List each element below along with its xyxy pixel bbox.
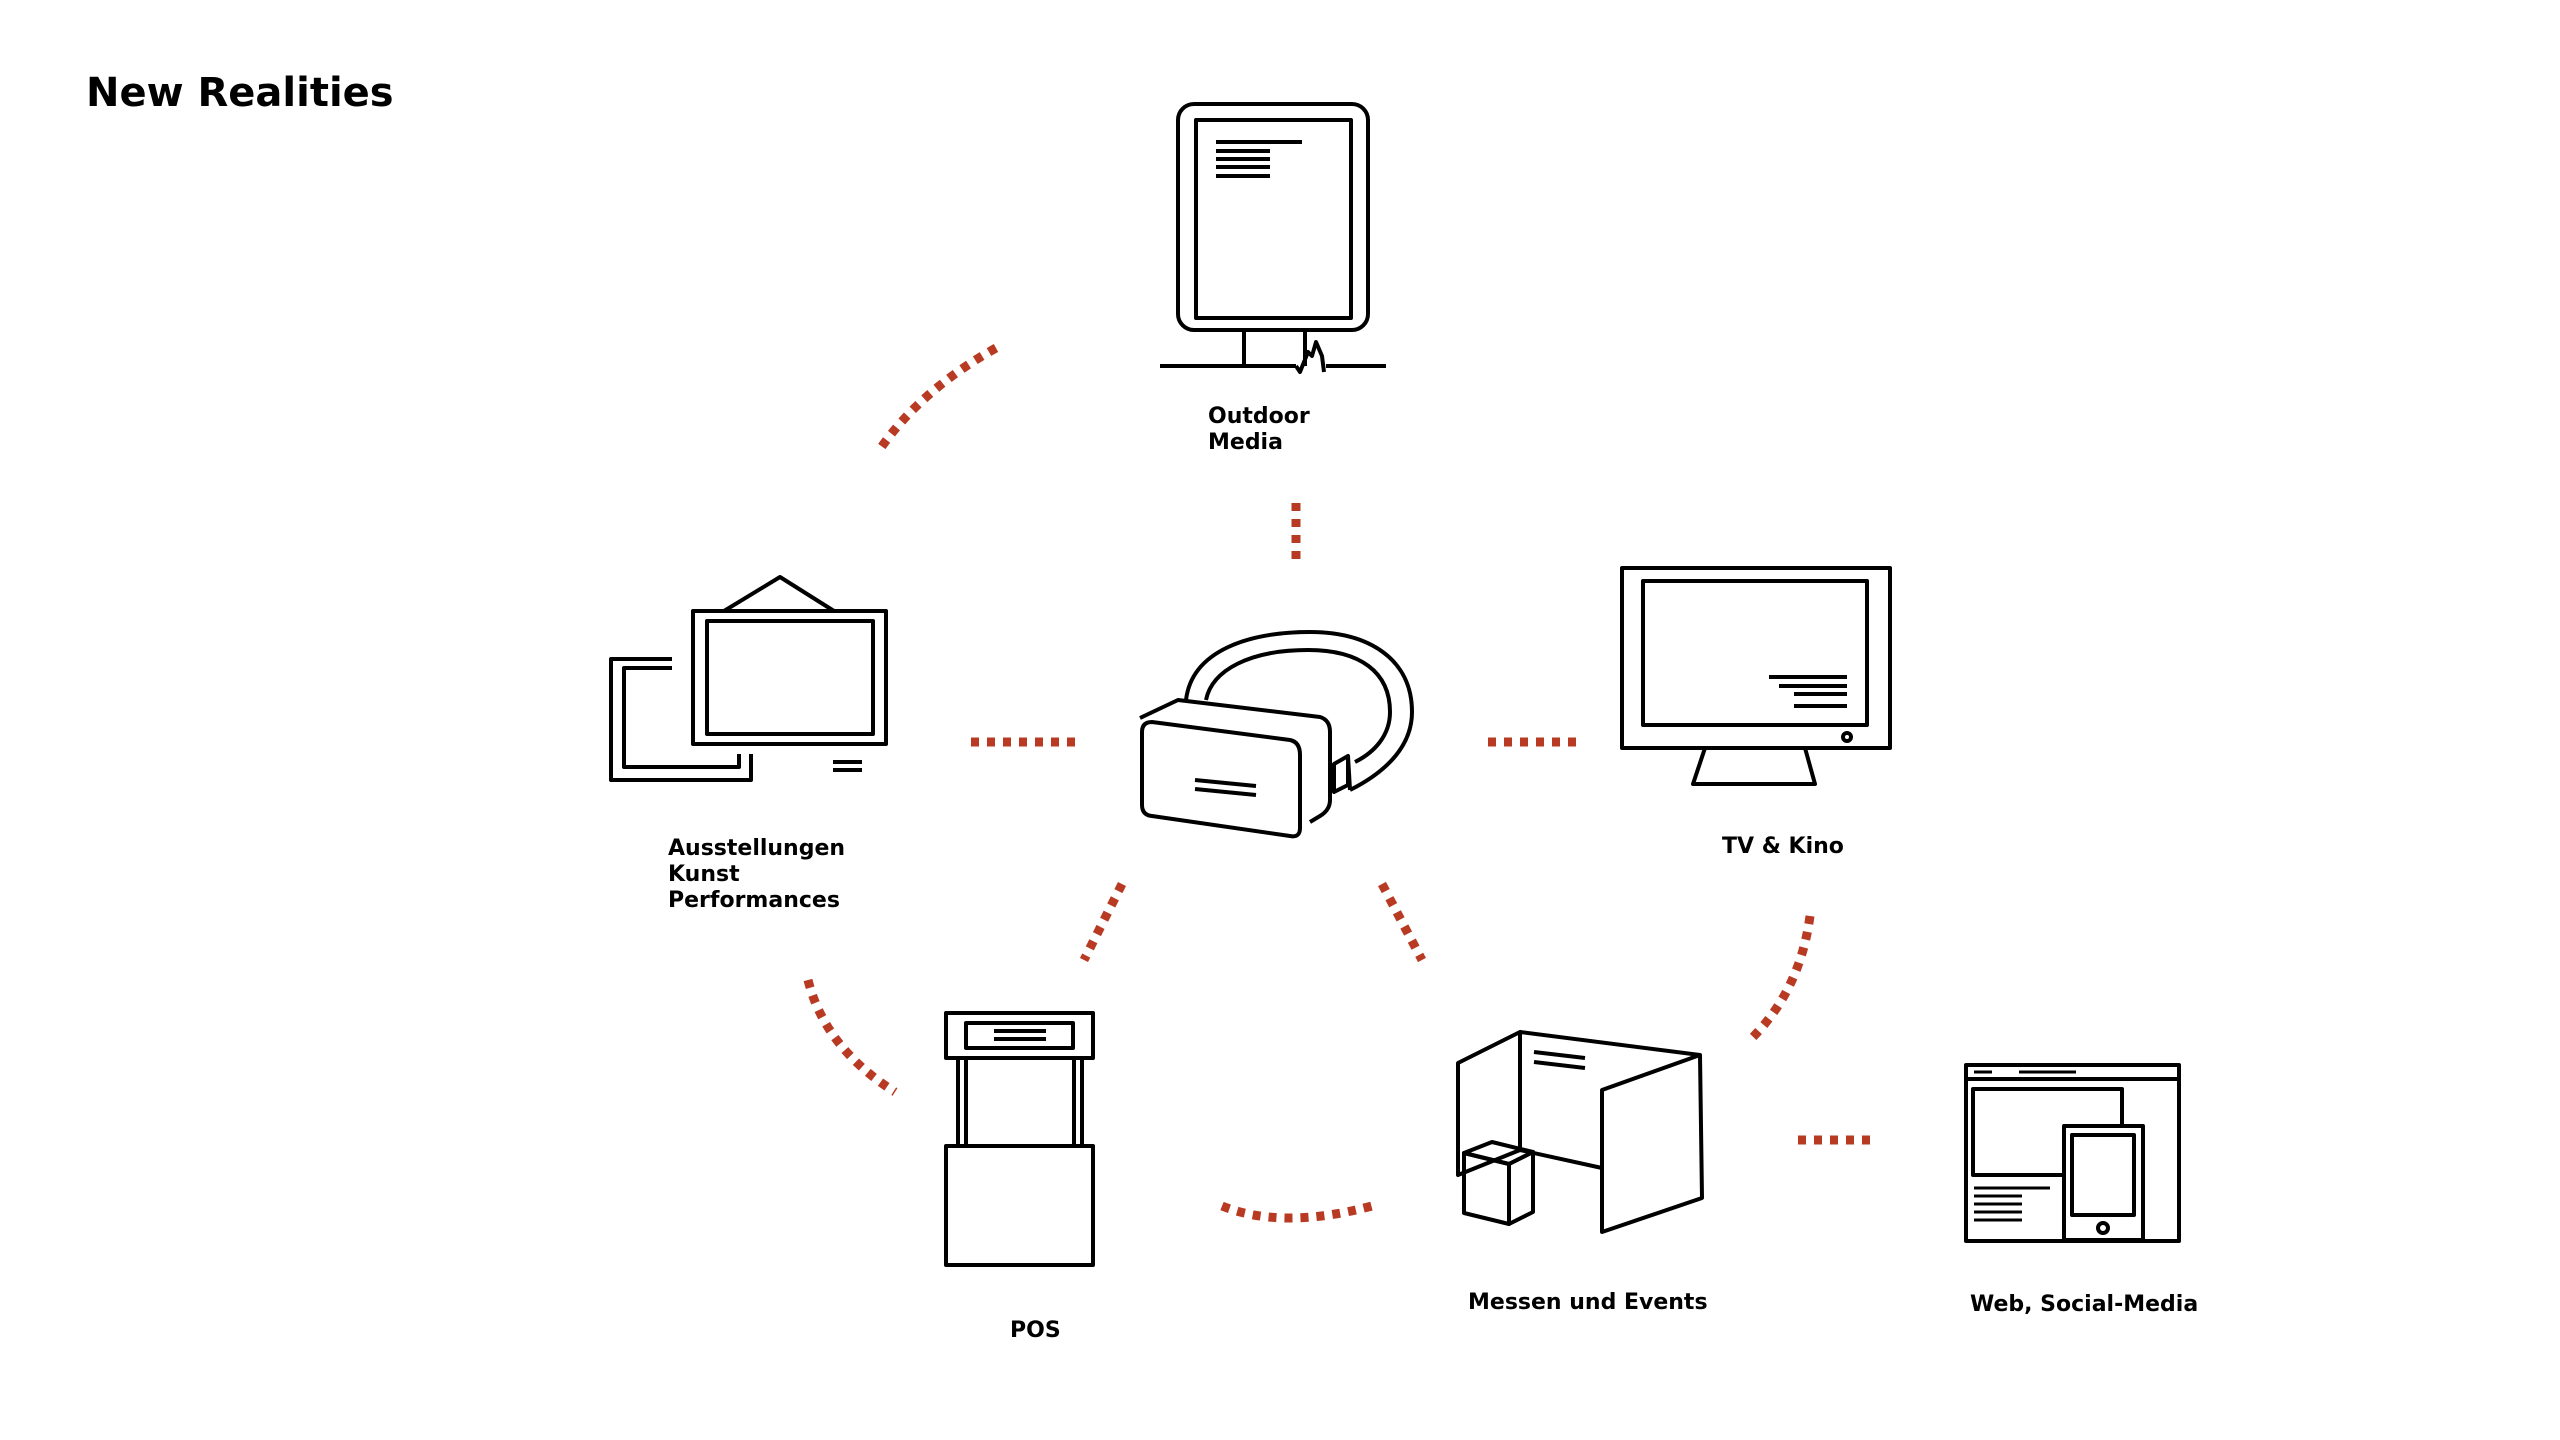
tv-monitor-icon <box>1620 566 1892 786</box>
connector-center-messen <box>1378 881 1426 963</box>
arc-tv-messen <box>1748 915 1815 1042</box>
label-line: POS <box>1010 1318 1061 1343</box>
label-line: Outdoor <box>1208 404 1310 429</box>
label-outdoor-media: Outdoor Media <box>1208 404 1310 456</box>
label-line: Messen und Events <box>1468 1290 1708 1315</box>
connector-center-pos <box>1079 881 1127 963</box>
arc-outdoor-ausstellungen <box>874 344 999 455</box>
label-ausstellungen: Ausstellungen Kunst Performances <box>668 836 845 914</box>
pos-display-icon <box>944 1011 1095 1267</box>
label-messen-events: Messen und Events <box>1468 1290 1708 1316</box>
label-pos: POS <box>1010 1318 1061 1344</box>
arc-ausstellungen-pos <box>803 978 898 1096</box>
label-line: Web, Social-Media <box>1970 1292 2199 1317</box>
label-line: Ausstellungen <box>668 836 846 861</box>
arc-pos-messen <box>1220 1201 1374 1223</box>
label-line: Media <box>1208 430 1283 455</box>
label-line: Kunst <box>668 862 740 887</box>
label-line: Performances <box>668 888 840 913</box>
web-mobile-icon <box>1964 1063 2181 1243</box>
label-tv-kino: TV & Kino <box>1722 834 1844 860</box>
label-line: TV & Kino <box>1722 834 1844 859</box>
page-title: New Realities <box>86 70 394 116</box>
trade-booth-icon <box>1456 1030 1704 1234</box>
label-web-social-media: Web, Social-Media <box>1970 1292 2198 1318</box>
vr-headset-icon <box>1139 630 1414 839</box>
connectors <box>803 344 1872 1223</box>
picture-frames-icon <box>609 575 888 782</box>
billboard-icon <box>1160 102 1386 374</box>
